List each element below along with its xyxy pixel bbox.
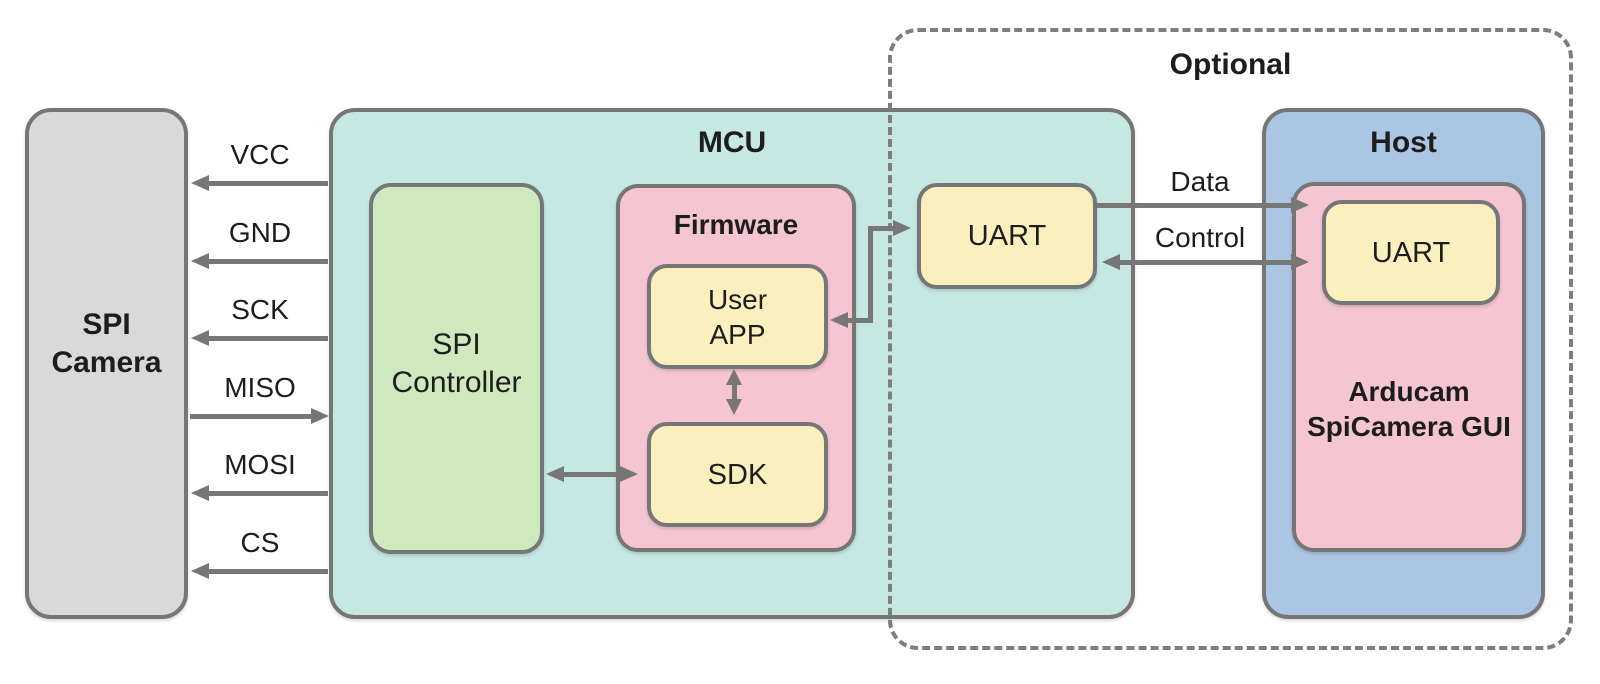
- userapp-uart-line-top: [868, 226, 895, 231]
- sck-label: SCK: [231, 294, 289, 325]
- optional-label: Optional: [1169, 48, 1292, 81]
- miso-label: MISO: [224, 372, 296, 403]
- control-line: [1118, 260, 1293, 265]
- data-line: [1097, 203, 1293, 208]
- gnd-arrowhead-left-icon: [191, 253, 209, 269]
- userapp-uart-line-vertical: [868, 226, 873, 323]
- mcu-box: MCU SPI Controller Firmware User APP SDK…: [329, 108, 1135, 619]
- gnd-line: [205, 259, 328, 264]
- firmware-box: Firmware User APP SDK: [616, 184, 856, 552]
- mcu-label: MCU: [697, 126, 767, 159]
- spi-controller-box: SPI Controller: [369, 183, 544, 554]
- cs-line: [205, 569, 328, 574]
- cs-arrowhead-left-icon: [191, 563, 209, 579]
- arducam-gui-label: Arducam SpiCamera GUI: [1307, 376, 1511, 442]
- sck-arrowhead-left-icon: [191, 330, 209, 346]
- control-arrowhead-right-icon: [1291, 254, 1309, 270]
- sdk-label: SDK: [707, 458, 768, 491]
- mcu-uart-label: UART: [967, 220, 1047, 252]
- cs-label: CS: [240, 527, 280, 558]
- control-label: Control: [1154, 222, 1246, 253]
- mcu-uart-box: UART: [917, 183, 1097, 289]
- controller-sdk-arrowhead-right-icon: [620, 466, 638, 482]
- spi-camera-label: SPI Camera: [51, 308, 162, 379]
- controller-sdk-line: [562, 472, 622, 477]
- userapp-uart-arrowhead-right-icon: [893, 220, 911, 236]
- host-uart-box: UART: [1322, 200, 1500, 305]
- vcc-line: [205, 181, 328, 186]
- miso-arrowhead-right-icon: [311, 408, 329, 424]
- miso-line: [190, 414, 314, 419]
- host-label: Host: [1370, 126, 1437, 159]
- user-app-box: User APP: [647, 264, 828, 369]
- host-uart-label: UART: [1371, 236, 1451, 269]
- data-label: Data: [1170, 166, 1230, 197]
- controller-sdk-arrowhead-left-icon: [546, 466, 564, 482]
- user-app-label: User APP: [707, 283, 768, 350]
- userapp-sdk-arrowhead-down-icon: [726, 399, 742, 415]
- mosi-line: [205, 491, 328, 496]
- sdk-box: SDK: [647, 422, 828, 527]
- userapp-sdk-arrowhead-up-icon: [726, 369, 742, 385]
- vcc-label: VCC: [230, 139, 290, 170]
- userapp-uart-line-bottom: [846, 318, 873, 323]
- spi-camera-box: SPI Camera: [25, 108, 188, 619]
- data-arrowhead-right-icon: [1291, 197, 1309, 213]
- userapp-sdk-line: [732, 383, 737, 401]
- userapp-uart-arrowhead-left-icon: [830, 312, 848, 328]
- vcc-arrowhead-left-icon: [191, 175, 209, 191]
- mosi-label: MOSI: [224, 449, 296, 480]
- sck-line: [205, 336, 328, 341]
- mosi-arrowhead-left-icon: [191, 485, 209, 501]
- gnd-label: GND: [228, 217, 292, 248]
- control-arrowhead-left-icon: [1102, 254, 1120, 270]
- spi-controller-label: SPI Controller: [391, 328, 522, 399]
- host-box: Host Arducam SpiCamera GUI UART: [1262, 108, 1545, 619]
- firmware-label: Firmware: [673, 209, 799, 240]
- arducam-gui-box: Arducam SpiCamera GUI UART: [1292, 182, 1526, 552]
